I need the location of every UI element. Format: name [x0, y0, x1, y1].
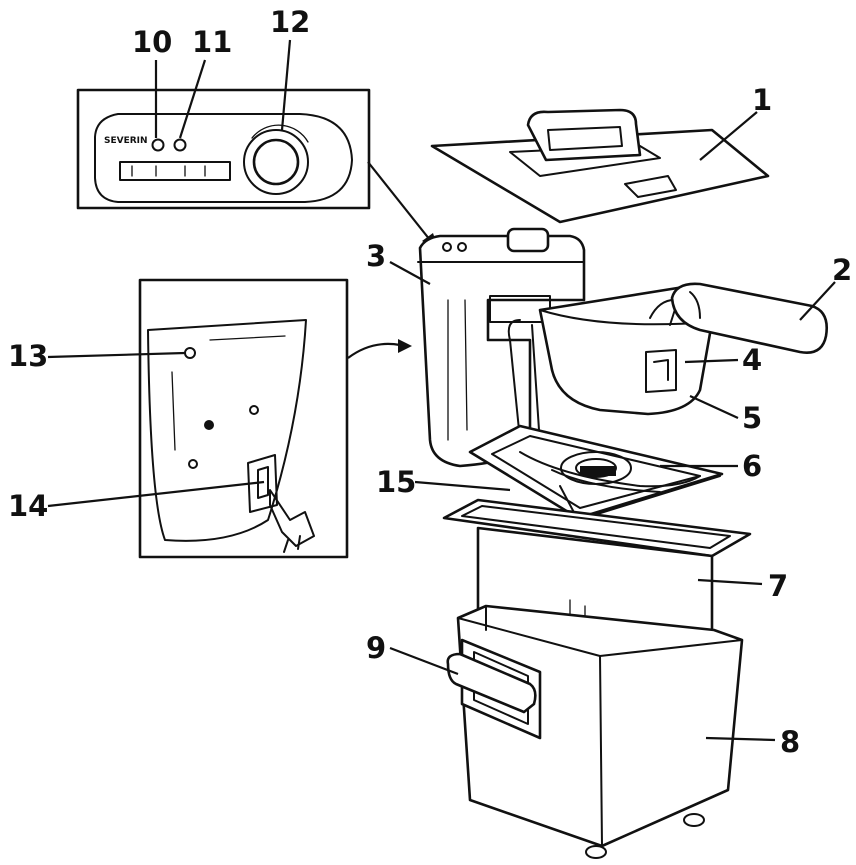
callout-10: 10 [132, 25, 172, 59]
callout-14: 14 [8, 489, 48, 523]
callout-12: 12 [270, 5, 310, 39]
callout-8: 8 [780, 725, 800, 759]
callout-13: 13 [8, 339, 48, 373]
callout-1: 1 [752, 83, 772, 117]
outer-housing [456, 604, 744, 859]
leader-lines [47, 39, 836, 742]
lid [430, 108, 770, 224]
control-panel-inset: SEVERIN [76, 88, 371, 210]
carry-handle [446, 638, 542, 740]
thermostat-reset-button [184, 347, 196, 359]
callout-9: 9 [366, 631, 386, 665]
temperature-dial [243, 129, 309, 195]
callout-11: 11 [192, 25, 232, 59]
callout-6: 6 [742, 449, 762, 483]
callout-labels: 10 11 12 1 2 3 4 5 6 15 7 9 8 13 14 [8, 5, 852, 759]
callout-4: 4 [742, 343, 762, 377]
callout-2: 2 [832, 253, 852, 287]
power-plug [269, 489, 315, 547]
callout-3: 3 [366, 239, 386, 273]
panel-brand-text: SEVERIN [104, 136, 148, 146]
heating-element [468, 319, 724, 521]
back-panel-pointer-arrow [347, 339, 412, 359]
panel-pointer-arrow [367, 161, 439, 251]
callout-7: 7 [768, 569, 788, 603]
callout-15: 15 [376, 465, 416, 499]
back-panel-inset [138, 278, 349, 559]
basket-handle [670, 282, 828, 354]
indicator-lamp-11 [173, 138, 187, 152]
indicator-lamp-10 [151, 138, 165, 152]
callout-5: 5 [742, 401, 762, 435]
